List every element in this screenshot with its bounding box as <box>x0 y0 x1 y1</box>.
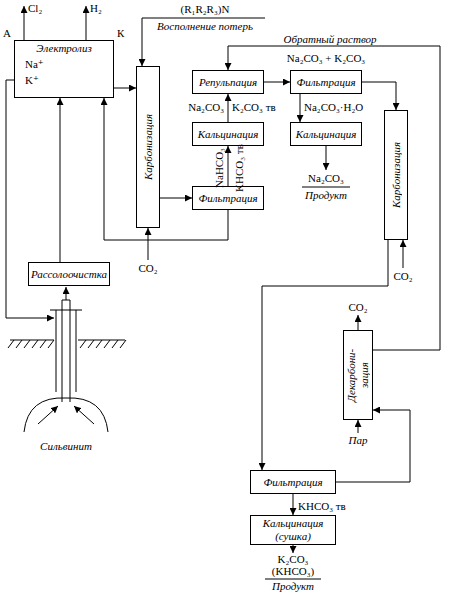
makeup-line <box>142 18 265 66</box>
product-rule <box>265 579 321 580</box>
dissolution-cavity <box>24 398 108 432</box>
stream-label: Na₂CO₃ + K₂CO₃ <box>287 52 365 65</box>
process-name: Фильтрация <box>198 192 257 205</box>
flow-line <box>104 98 228 240</box>
stream-label: К <box>117 27 124 40</box>
ground-hatch <box>8 340 126 348</box>
process-name: Карбонизация <box>142 114 155 180</box>
process-name: Фильтрация <box>263 476 322 489</box>
hydrogen-outlet <box>86 6 87 40</box>
process-box: Репульпация <box>192 70 264 94</box>
process-name: Фильтрация <box>296 76 355 89</box>
stream-label: Na₂CO₃ <box>308 172 344 185</box>
flow-line <box>300 94 301 122</box>
stream-label: CO₂ <box>138 262 157 275</box>
co2-feed <box>148 228 149 260</box>
stream-label: Na₂CO₃ <box>188 101 224 114</box>
stream-label: Продукт <box>305 189 347 202</box>
process-box: Фильтрация <box>250 470 336 494</box>
stream-label: Na₂CO₃·H₂O <box>304 101 363 114</box>
process-name: Кальцинация (сушка) <box>251 517 335 543</box>
ion-symbol: Na⁺ <box>25 58 44 71</box>
process-name: Рассолоочистка <box>31 268 107 281</box>
flow-line <box>293 494 294 515</box>
process-box: Рассолоочистка <box>28 262 110 286</box>
stream-label: CO₂ <box>393 270 412 283</box>
process-name: Электролиз <box>15 42 113 55</box>
well-casing <box>76 310 77 392</box>
flow-line <box>362 82 396 110</box>
product-arrow <box>326 146 327 170</box>
process-name: Карбонизация <box>390 142 403 208</box>
stream-label: NaHCO₃ <box>213 148 226 188</box>
chlorine-outlet <box>24 6 25 40</box>
process-box: Фильтрация <box>290 70 362 94</box>
stream-label: H₂ <box>90 2 102 15</box>
flow-line <box>228 146 229 186</box>
process-name: Кальцинация <box>198 128 259 141</box>
product-arrow <box>293 545 294 553</box>
brine-rise-arrow <box>66 287 67 300</box>
ground-line <box>10 340 54 341</box>
stream-label: CO₂ <box>348 301 367 314</box>
vertical-process-box: Карбонизация <box>136 66 160 228</box>
stream-label: Cl₂ <box>28 2 42 15</box>
co2-feed <box>403 240 404 268</box>
stream-label: KHCO₃ тв <box>233 144 246 192</box>
process-box: Кальцинация <box>290 122 362 146</box>
well-pipe <box>70 300 71 402</box>
flow-line <box>60 98 61 262</box>
product-rule <box>302 187 350 188</box>
flow-line <box>228 94 229 122</box>
flow-line <box>114 88 136 89</box>
process-box: Кальцинация (сушка) <box>250 515 336 545</box>
well-head <box>50 310 82 311</box>
process-name: Декарбони- зация <box>345 339 371 411</box>
brine-flow-arrow <box>74 406 94 424</box>
well-pipe <box>62 300 70 301</box>
ion-symbol: K⁺ <box>25 74 39 87</box>
flow-line <box>160 198 192 199</box>
process-box: Кальцинация <box>192 122 264 146</box>
flow-line <box>336 410 410 482</box>
stream-label: K₂CO₃ тв <box>232 101 276 114</box>
stream-label: (KHCO₃) <box>272 565 314 578</box>
vertical-process-box: Карбонизация <box>384 110 408 240</box>
stream-label: Сильвинит <box>40 440 92 453</box>
well-pipe <box>62 300 63 402</box>
stream-label: Пар <box>349 434 368 447</box>
vertical-process-box: Декарбони- зация <box>343 330 373 420</box>
process-name: Кальцинация <box>296 128 357 141</box>
stream-label: А <box>3 27 11 40</box>
process-box: Фильтрация <box>192 186 264 210</box>
stream-label: Продукт <box>272 580 314 593</box>
process-box: ЭлектролизNa⁺ K⁺ <box>14 40 114 98</box>
stream-label: KHCO₃ тв <box>298 500 346 513</box>
flow-line <box>262 240 388 470</box>
stream-label: K₂CO₃ <box>278 553 309 566</box>
well-casing <box>56 310 57 392</box>
co2-outlet <box>358 315 359 330</box>
stream-label: Восполнение потерь <box>157 20 253 33</box>
flow-label: Обратный раствор <box>283 33 376 46</box>
steam-feed <box>358 420 359 433</box>
brine-flow-arrow <box>38 406 58 424</box>
process-name: Репульпация <box>199 76 257 89</box>
flow-line <box>264 82 290 83</box>
stream-label: (R₁R₂R₃)N <box>181 3 230 16</box>
